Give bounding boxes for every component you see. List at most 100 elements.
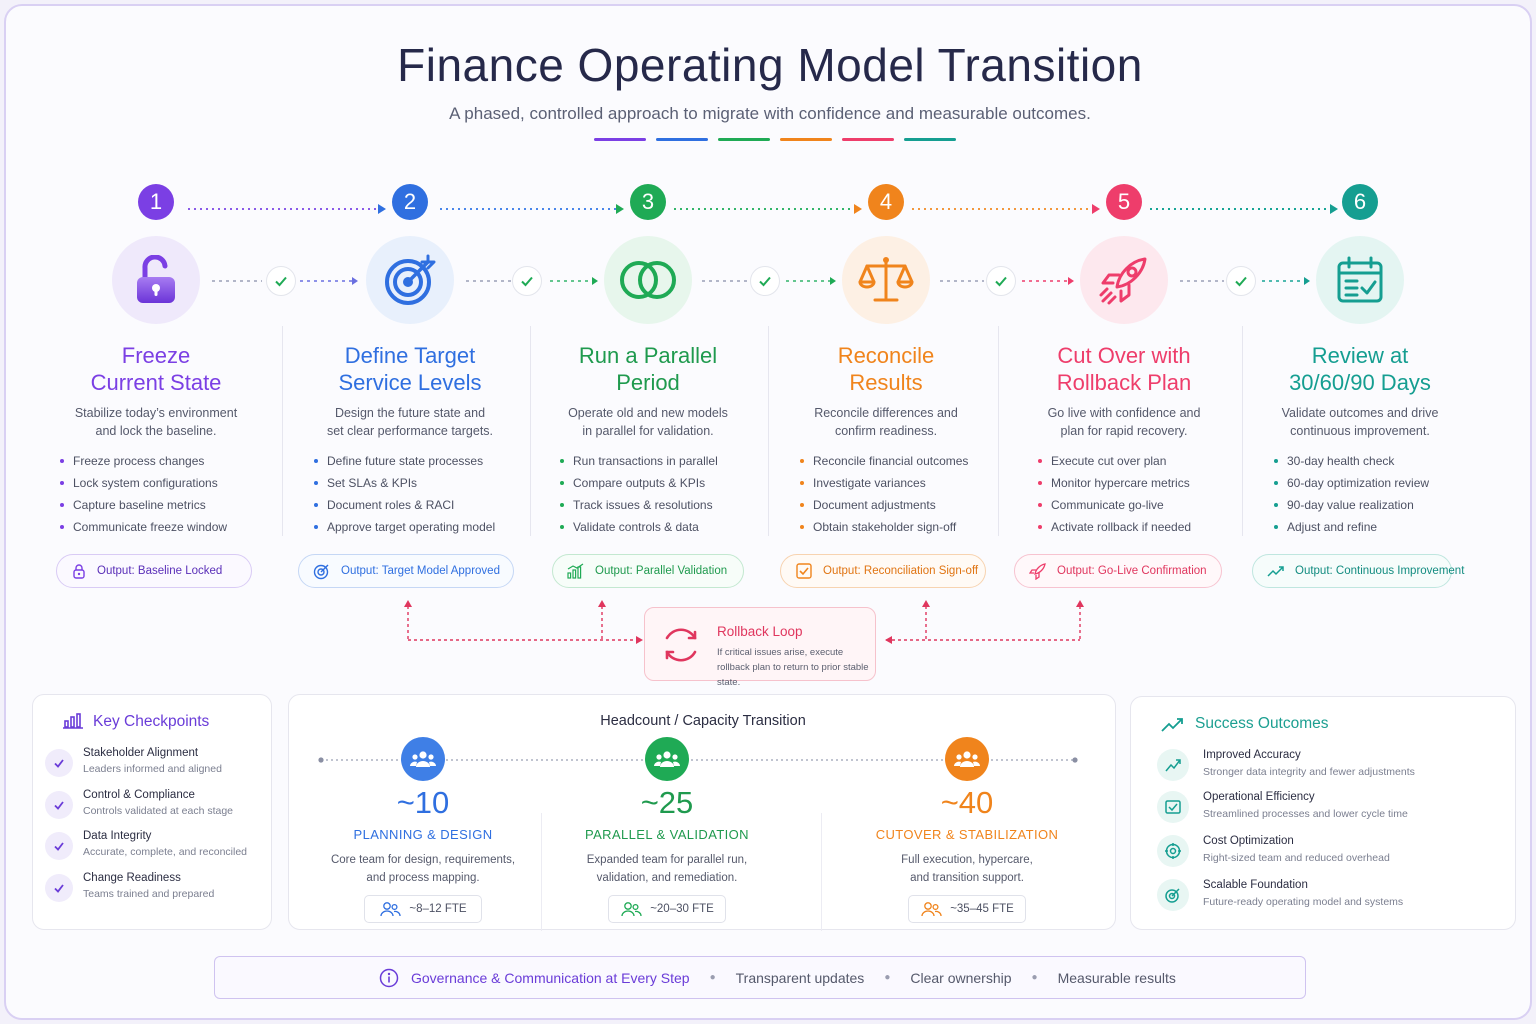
team-icon [945, 737, 989, 781]
list-item: Validate controls & data [560, 518, 718, 540]
step-number: 2 [392, 184, 428, 220]
checkbox-icon [796, 563, 812, 579]
governance-item: Measurable results [1057, 969, 1176, 986]
list-item: Execute cut over plan [1038, 452, 1191, 474]
team-icon [645, 737, 689, 781]
output-badge: Output: Reconciliation Sign-off [780, 554, 986, 588]
fte-badge: ~8–12 FTE [364, 895, 482, 923]
overlapping-circles-icon [604, 236, 692, 324]
output-badge: Output: Go-Live Confirmation [1014, 554, 1222, 588]
infographic-frame: Finance Operating Model Transition A pha… [4, 4, 1532, 1020]
list-item: Communicate go-live [1038, 496, 1191, 518]
checkpoint-check-icon [512, 266, 542, 296]
check-icon [45, 791, 73, 819]
list-item: 30-day health check [1274, 452, 1429, 474]
trend-up-icon [1267, 566, 1284, 577]
governance-item: Transparent updates [735, 969, 865, 986]
cost-icon [1157, 835, 1189, 867]
step-number: 6 [1342, 184, 1378, 220]
foundation-icon [1157, 879, 1189, 911]
headcount-phase: ~40 CUTOVER & STABILIZATION Full executi… [837, 737, 1097, 923]
rollback-description: If critical issues arise, execute rollba… [717, 647, 869, 688]
people-icon [621, 902, 642, 917]
check-icon [45, 832, 73, 860]
bar-chart-icon [567, 563, 584, 579]
step-bullets: Execute cut over plan Monitor hypercare … [1038, 452, 1191, 540]
list-item: 90-day value realization [1274, 496, 1429, 518]
list-item: Activate rollback if needed [1038, 518, 1191, 540]
list-item: Approve target operating model [314, 518, 495, 540]
rollback-loop-box: Rollback Loop If critical issues arise, … [644, 607, 876, 688]
step-number: 1 [138, 184, 174, 220]
target-small-icon [313, 564, 329, 580]
step-bullets: Define future state processes Set SLAs &… [314, 452, 495, 540]
outcomes-title: Success Outcomes [1195, 715, 1329, 732]
bar-chart-icon [63, 713, 83, 729]
step-icon-connectors [212, 277, 1310, 285]
list-item: Adjust and refine [1274, 518, 1429, 540]
headcount-panel: Headcount / Capacity Transition ~10 PLAN… [288, 694, 1116, 931]
output-badge: Output: Target Model Approved [298, 554, 514, 588]
calendar-check-icon [1316, 236, 1404, 324]
info-icon [379, 968, 399, 987]
people-icon [380, 902, 402, 917]
trend-up-icon [1161, 718, 1183, 732]
headcount-timeline [318, 757, 1078, 763]
list-item: Define future state processes [314, 452, 495, 474]
rollback-title: Rollback Loop [717, 624, 803, 639]
rollback-connectors [404, 600, 1084, 644]
rocket-icon [1080, 236, 1168, 324]
list-item: Reconcile financial outcomes [800, 452, 968, 474]
list-item: Compare outputs & KPIs [560, 474, 718, 496]
rollback-cycle-icon [665, 628, 697, 662]
check-icon [45, 874, 73, 902]
step-bullets: Reconcile financial outcomes Investigate… [800, 452, 968, 540]
list-item: Document roles & RACI [314, 496, 495, 518]
step-number: 4 [868, 184, 904, 220]
output-badge: Output: Baseline Locked [56, 554, 252, 588]
checkpoint-check-icon [986, 266, 1016, 296]
list-item: 60-day optimization review [1274, 474, 1429, 496]
checkpoint-check-icon [750, 266, 780, 296]
checkpoints-title: Key Checkpoints [93, 713, 210, 730]
governance-title: Governance & Communication at Every Step [411, 969, 690, 986]
output-badge: Output: Continuous Improvement [1252, 554, 1464, 588]
page-subtitle: A phased, controlled approach to migrate… [449, 104, 1091, 123]
list-item: Document adjustments [800, 496, 968, 518]
headcount-phase: ~25 PARALLEL & VALIDATION Expanded team … [537, 737, 797, 923]
checkpoint-check-icon [266, 266, 296, 296]
color-divider [594, 138, 956, 141]
team-icon [401, 737, 445, 781]
accuracy-icon [1157, 749, 1189, 781]
lock-icon [73, 564, 85, 579]
step-bullets: Run transactions in parallel Compare out… [560, 452, 718, 540]
governance-item: Clear ownership [910, 969, 1012, 986]
people-icon [921, 902, 942, 917]
list-item: Investigate variances [800, 474, 968, 496]
headcount-phase: ~10 PLANNING & DESIGN Core team for desi… [293, 737, 553, 923]
list-item: Track issues & resolutions [560, 496, 718, 518]
fte-badge: ~35–45 FTE [908, 895, 1026, 923]
list-item: Monitor hypercare metrics [1038, 474, 1191, 496]
list-item: Set SLAs & KPIs [314, 474, 495, 496]
